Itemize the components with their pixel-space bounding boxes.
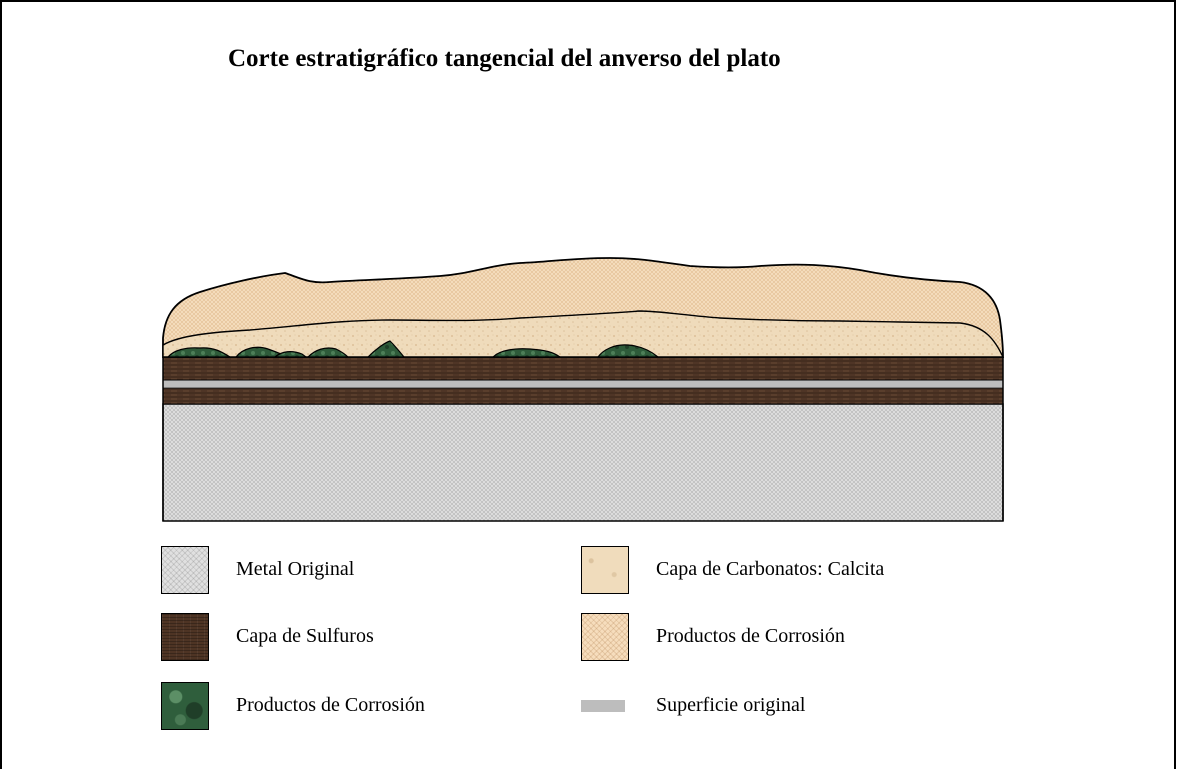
legend-label-metal-original: Metal Original <box>236 558 355 580</box>
legend-label-superficie-original: Superficie original <box>656 694 806 716</box>
green-corrosion-1 <box>166 347 233 358</box>
green-corrosion-7 <box>596 344 660 358</box>
legend-label-capa-carbonatos: Capa de Carbonatos: Calcita <box>656 558 885 580</box>
legend-label-productos-corrosion-beige: Productos de Corrosión <box>656 625 845 647</box>
green-corrosion-4 <box>306 347 350 358</box>
corrosion-beige-swatch <box>581 613 629 661</box>
corrosion-green-swatch <box>161 682 209 730</box>
superficie-original-swatch <box>581 700 625 712</box>
metal-original-layer <box>162 403 1004 522</box>
sulfuros-swatch <box>161 613 209 661</box>
sulfide-layer-lower <box>162 387 1004 405</box>
legend-label-capa-sulfuros: Capa de Sulfuros <box>236 625 374 647</box>
original-surface-line <box>162 379 1004 389</box>
calcita-swatch <box>581 546 629 594</box>
green-corrosion-3 <box>273 351 308 358</box>
green-corrosion-5 <box>366 340 406 358</box>
metal-original-swatch <box>161 546 209 594</box>
sulfide-layer-upper <box>162 356 1004 381</box>
legend-label-productos-corrosion-verde: Productos de Corrosión <box>236 694 425 716</box>
calcite-layer <box>162 310 1005 358</box>
green-corrosion-6 <box>491 348 562 358</box>
diagram-title: Corte estratigráfico tangencial del anve… <box>228 45 781 72</box>
